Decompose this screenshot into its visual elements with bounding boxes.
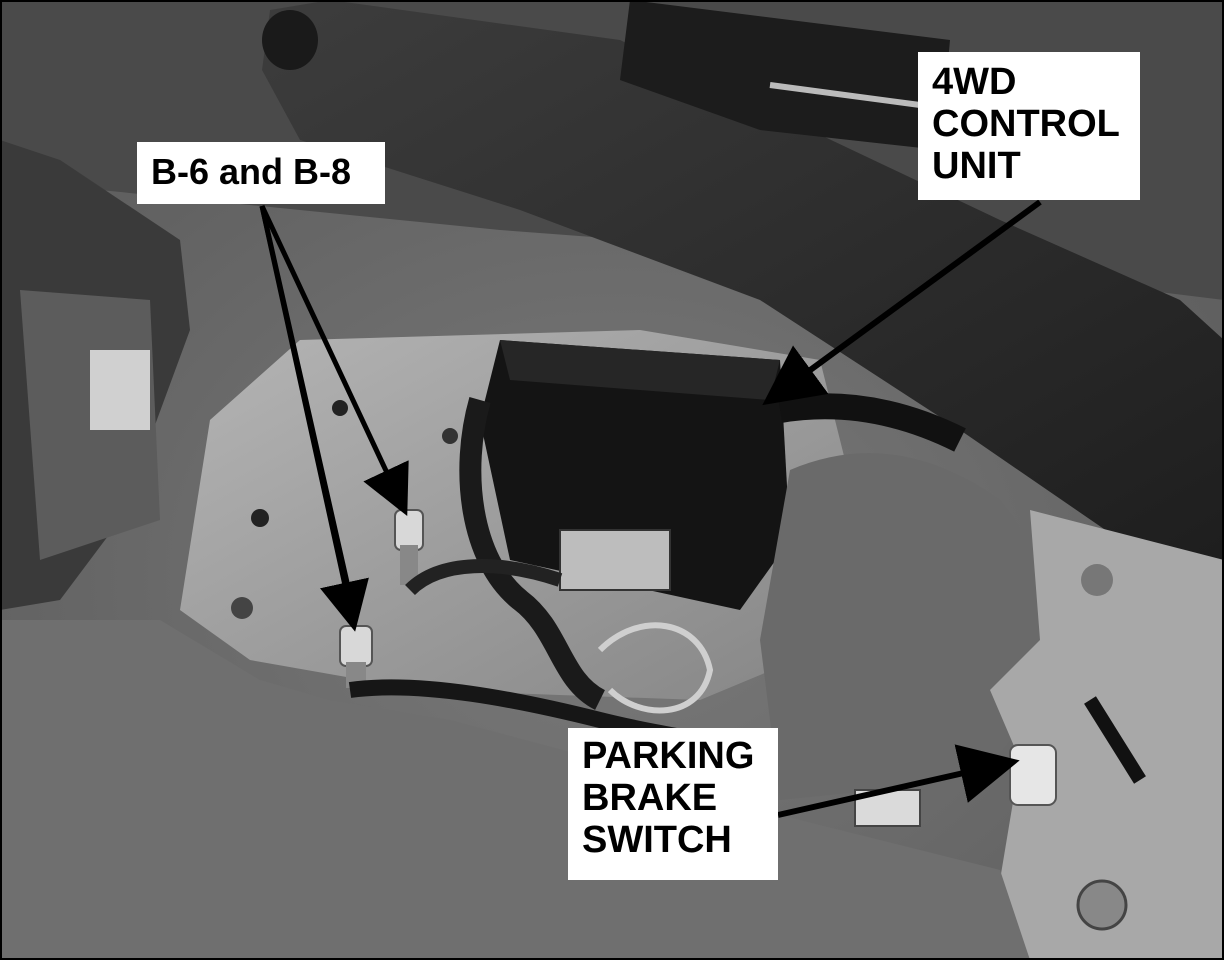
bolts-callout-label: B-6 and B-8 <box>137 142 385 204</box>
control-unit-connector <box>559 529 671 591</box>
arrow-to-control-unit <box>762 199 1042 406</box>
right-carpet <box>760 453 1050 800</box>
arrow-to-panel-bolt <box>259 205 354 601</box>
bolt-b6 <box>394 509 424 585</box>
lever-button <box>262 10 318 70</box>
rear-rod <box>769 82 921 108</box>
control-unit-callout-line: 4WD <box>932 61 1017 103</box>
bolt-b8 <box>339 625 373 688</box>
parking-brake-switch <box>1009 744 1057 806</box>
bracket-slot <box>1084 696 1146 784</box>
bracket-nut <box>1076 879 1128 931</box>
parking-brake-lever <box>262 0 1224 560</box>
arrow-to-bolt-b6 <box>259 204 409 517</box>
parking-brake-switch-callout-line: BRAKE <box>582 776 718 819</box>
left-connector <box>90 350 150 430</box>
wiring-harness <box>459 396 606 710</box>
bracket-bolt <box>1081 564 1113 596</box>
arrow-to-brake-switch <box>777 744 1020 818</box>
panel-hole <box>442 428 458 444</box>
rear-dark-panel <box>620 0 950 150</box>
wiring-loop <box>597 622 714 714</box>
wire-bundle <box>405 559 563 596</box>
control-unit-top <box>500 340 780 400</box>
panel-hole <box>332 400 348 416</box>
control-unit-callout-label: 4WD CONTROL UNIT <box>918 52 1140 200</box>
bolts-callout-text: B-6 and B-8 <box>151 151 352 192</box>
harness-to-right <box>777 393 966 452</box>
control-unit-callout-line: UNIT <box>932 144 1021 187</box>
parking-brake-switch-callout-label: PARKING BRAKE SWITCH <box>568 728 778 880</box>
panel-hole <box>251 509 269 527</box>
panel-bolt <box>231 597 253 619</box>
control-unit-callout-line: CONTROL <box>932 102 1120 145</box>
control-unit-body <box>480 340 790 610</box>
parking-brake-switch-callout-line: PARKING <box>582 735 755 777</box>
parking-brake-switch-callout-line: SWITCH <box>582 818 732 861</box>
